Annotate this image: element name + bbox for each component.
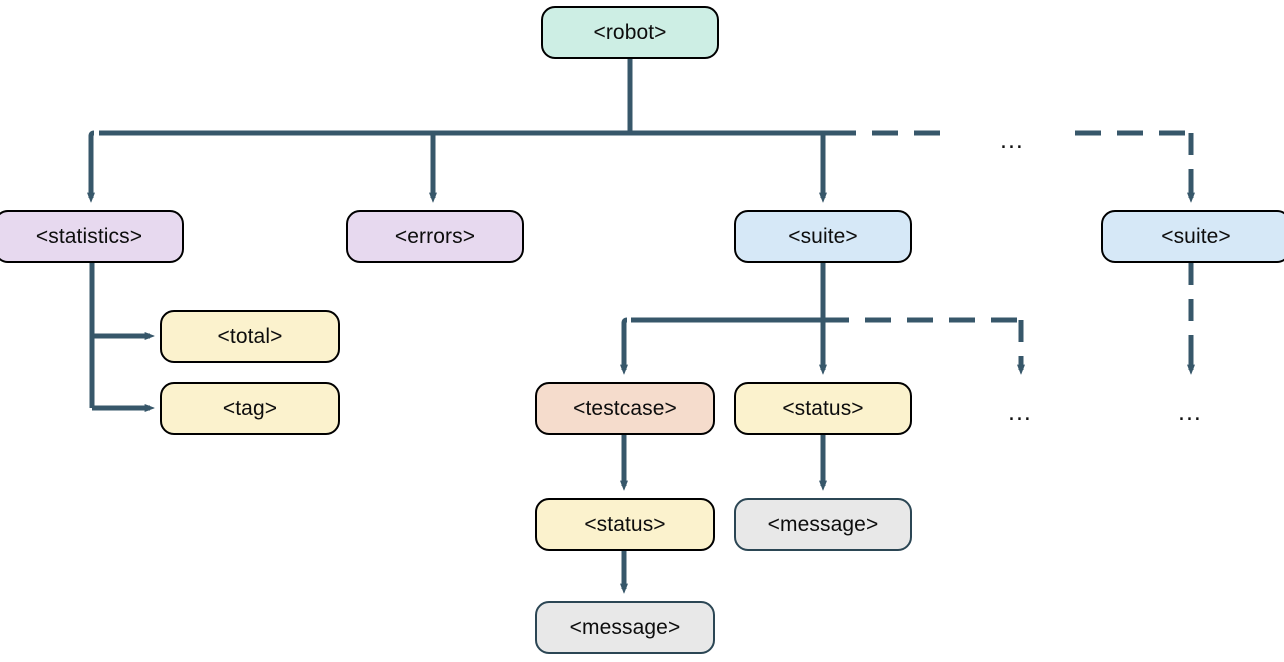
node-robot[interactable]: <robot> (541, 6, 719, 59)
node-suite-1[interactable]: <suite> (734, 210, 912, 263)
node-suite-2-label: <suite> (1161, 224, 1231, 248)
node-total-label: <total> (217, 324, 283, 348)
node-suite-2[interactable]: <suite> (1101, 210, 1284, 263)
node-statistics-label: <statistics> (35, 224, 143, 248)
node-message-suite[interactable]: <message> (734, 498, 912, 551)
node-total[interactable]: <total> (160, 310, 340, 363)
node-status-testcase-label: <status> (584, 512, 666, 536)
node-errors-label: <errors> (394, 224, 476, 248)
node-message-testcase-label: <message> (569, 615, 681, 639)
node-status-suite[interactable]: <status> (734, 382, 912, 435)
node-message-testcase[interactable]: <message> (535, 601, 715, 654)
node-status-suite-label: <status> (782, 396, 864, 420)
node-robot-label: <robot> (593, 20, 667, 44)
node-suite-1-label: <suite> (788, 224, 858, 248)
ellipsis-top-suites: ... (1000, 126, 1024, 154)
node-testcase-label: <testcase> (573, 396, 677, 420)
ellipsis-suite2-children: ... (1178, 398, 1202, 426)
edge-suite1-bus-corner (621, 317, 628, 328)
node-message-suite-label: <message> (767, 512, 879, 536)
node-status-testcase[interactable]: <status> (535, 498, 715, 551)
ellipsis-suite-children: ... (1008, 398, 1032, 426)
node-tag[interactable]: <tag> (160, 382, 340, 435)
node-testcase[interactable]: <testcase> (535, 382, 715, 435)
node-statistics[interactable]: <statistics> (0, 210, 184, 263)
node-tag-label: <tag> (222, 396, 278, 420)
edge-bus-to-statistics (88, 130, 95, 141)
node-errors[interactable]: <errors> (346, 210, 524, 263)
